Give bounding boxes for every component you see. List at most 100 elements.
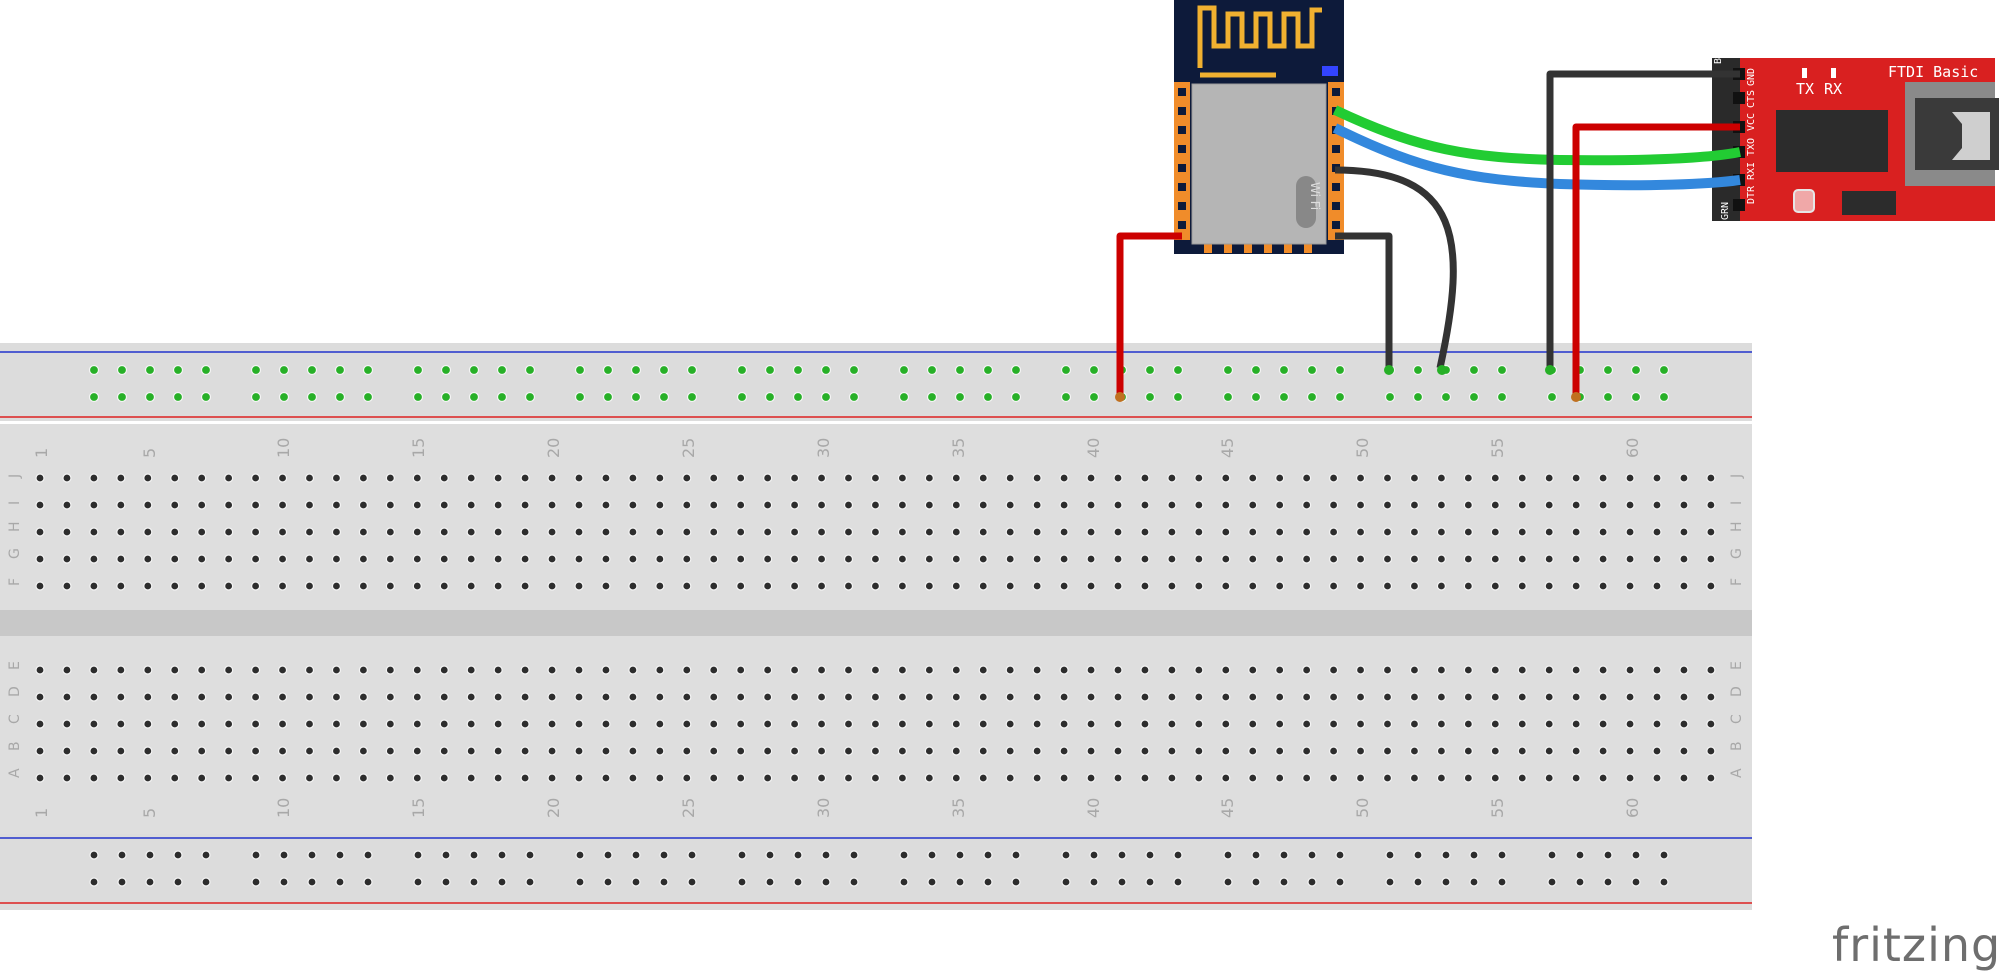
breadboard-hole	[843, 473, 854, 483]
breadboard-hole	[331, 581, 342, 591]
breadboard-hole	[251, 581, 261, 591]
ftdi-board[interactable]: FTDI Basic TX RX BL GRN GND CTS VCC TXO …	[1712, 52, 1999, 221]
wire-blue-esp-rxi[interactable]	[1332, 123, 1741, 191]
breadboard-hole	[385, 554, 395, 564]
breadboard-hole	[1059, 581, 1069, 591]
breadboard-hole	[978, 773, 988, 783]
breadboard-hole	[277, 554, 288, 564]
breadboard-hole	[116, 581, 126, 591]
breadboard-hole	[170, 746, 180, 756]
breadboard-hole	[35, 665, 45, 675]
wire-black-esp-curve[interactable]	[1334, 166, 1457, 369]
breadboard-hole	[1355, 527, 1366, 537]
wire-green-esp-txo[interactable]	[1332, 105, 1741, 166]
breadboard-hole	[1086, 773, 1096, 783]
tx-led	[1802, 68, 1807, 78]
breadboard-hole	[1086, 581, 1096, 591]
breadboard-hole	[412, 746, 422, 756]
wire-end-black	[1384, 365, 1394, 375]
breadboard-hole	[89, 665, 99, 675]
power-rail-hole	[821, 850, 831, 860]
breadboard-hole	[277, 773, 288, 783]
row-letter: A	[7, 768, 23, 778]
breadboard-hole	[251, 746, 261, 756]
esp-pin-pad	[1178, 202, 1186, 210]
breadboard-hole	[251, 500, 261, 510]
wire-black-ftdi-gnd[interactable]	[1546, 70, 1740, 368]
breadboard-hole	[951, 719, 961, 729]
breadboard-hole	[1140, 500, 1150, 510]
main-area-top	[0, 424, 1752, 610]
esp-pin-pad	[1178, 164, 1186, 172]
breadboard-hole	[1140, 665, 1150, 675]
breadboard-hole	[1625, 692, 1635, 702]
breadboard-hole	[1032, 719, 1042, 729]
breadboard-hole	[628, 746, 638, 756]
breadboard-hole	[1625, 746, 1635, 756]
power-rail-hole	[1659, 877, 1669, 887]
esp-module[interactable]: Wi Fi	[1174, 0, 1344, 254]
breadboard-hole	[1382, 719, 1393, 729]
wire-red-ftdi-vcc[interactable]	[1572, 123, 1740, 398]
breadboard-hole	[763, 500, 773, 510]
breadboard-hole	[197, 692, 207, 702]
row-letter: C	[1729, 714, 1745, 724]
breadboard-hole	[143, 773, 153, 783]
breadboard-hole	[1571, 473, 1581, 483]
breadboard-hole	[1005, 500, 1015, 510]
breadboard-hole	[1275, 773, 1285, 783]
top-power-rail	[0, 343, 1752, 421]
wire-black-esp-gnd[interactable]	[1335, 232, 1393, 368]
breadboard-hole	[816, 773, 827, 783]
breadboard-hole	[1113, 773, 1123, 783]
column-number: 1	[32, 808, 51, 818]
header-strip	[1712, 58, 1740, 221]
breadboard-hole	[682, 473, 692, 483]
breadboard-hole	[1652, 554, 1662, 564]
breadboard-hole	[1409, 473, 1420, 483]
breadboard-hole	[116, 473, 126, 483]
breadboard-hole	[466, 719, 476, 729]
breadboard-hole	[789, 773, 800, 783]
breadboard-hole	[1706, 746, 1716, 756]
breadboard-hole	[1005, 773, 1015, 783]
power-rail-hole	[363, 850, 373, 860]
power-rail-hole	[440, 364, 452, 376]
power-rail-hole	[307, 850, 317, 860]
breadboard-hole	[1032, 665, 1042, 675]
breadboard-hole	[493, 554, 503, 564]
breadboard-hole	[978, 746, 988, 756]
wire-red-esp-vcc[interactable]	[1116, 232, 1182, 398]
power-rail-hole	[1061, 877, 1071, 887]
ftdi-edge-label-top: BL	[1713, 52, 1724, 64]
breadboard-hole	[1409, 554, 1420, 564]
power-rail-hole	[687, 850, 697, 860]
breadboard-hole	[1463, 554, 1473, 564]
esp-pin-pad	[1332, 202, 1340, 210]
breadboard-hole	[1275, 527, 1285, 537]
breadboard-hole	[1382, 581, 1393, 591]
power-rail-hole	[955, 877, 965, 887]
power-rail-hole	[306, 364, 318, 376]
breadboard-hole	[224, 500, 234, 510]
rx-label: RX	[1824, 80, 1842, 98]
breadboard-hole	[1706, 665, 1716, 675]
breadboard-hole	[547, 773, 557, 783]
breadboard-hole	[870, 692, 881, 702]
breadboard-hole	[1194, 581, 1204, 591]
power-rail-hole	[1575, 877, 1585, 887]
power-rail-hole	[144, 391, 156, 403]
power-rail-hole	[927, 877, 937, 887]
breadboard-hole	[170, 773, 180, 783]
breadboard-hole	[682, 665, 692, 675]
breadboard-hole	[520, 581, 530, 591]
breadboard-hole	[251, 554, 261, 564]
breadboard-hole	[197, 773, 207, 783]
power-rail-hole	[145, 850, 155, 860]
row-letter: B	[1729, 741, 1745, 751]
breadboard-hole	[1382, 773, 1393, 783]
power-rail-hole	[1658, 364, 1670, 376]
pin-column-left	[1174, 82, 1190, 240]
breadboard-hole	[358, 746, 368, 756]
